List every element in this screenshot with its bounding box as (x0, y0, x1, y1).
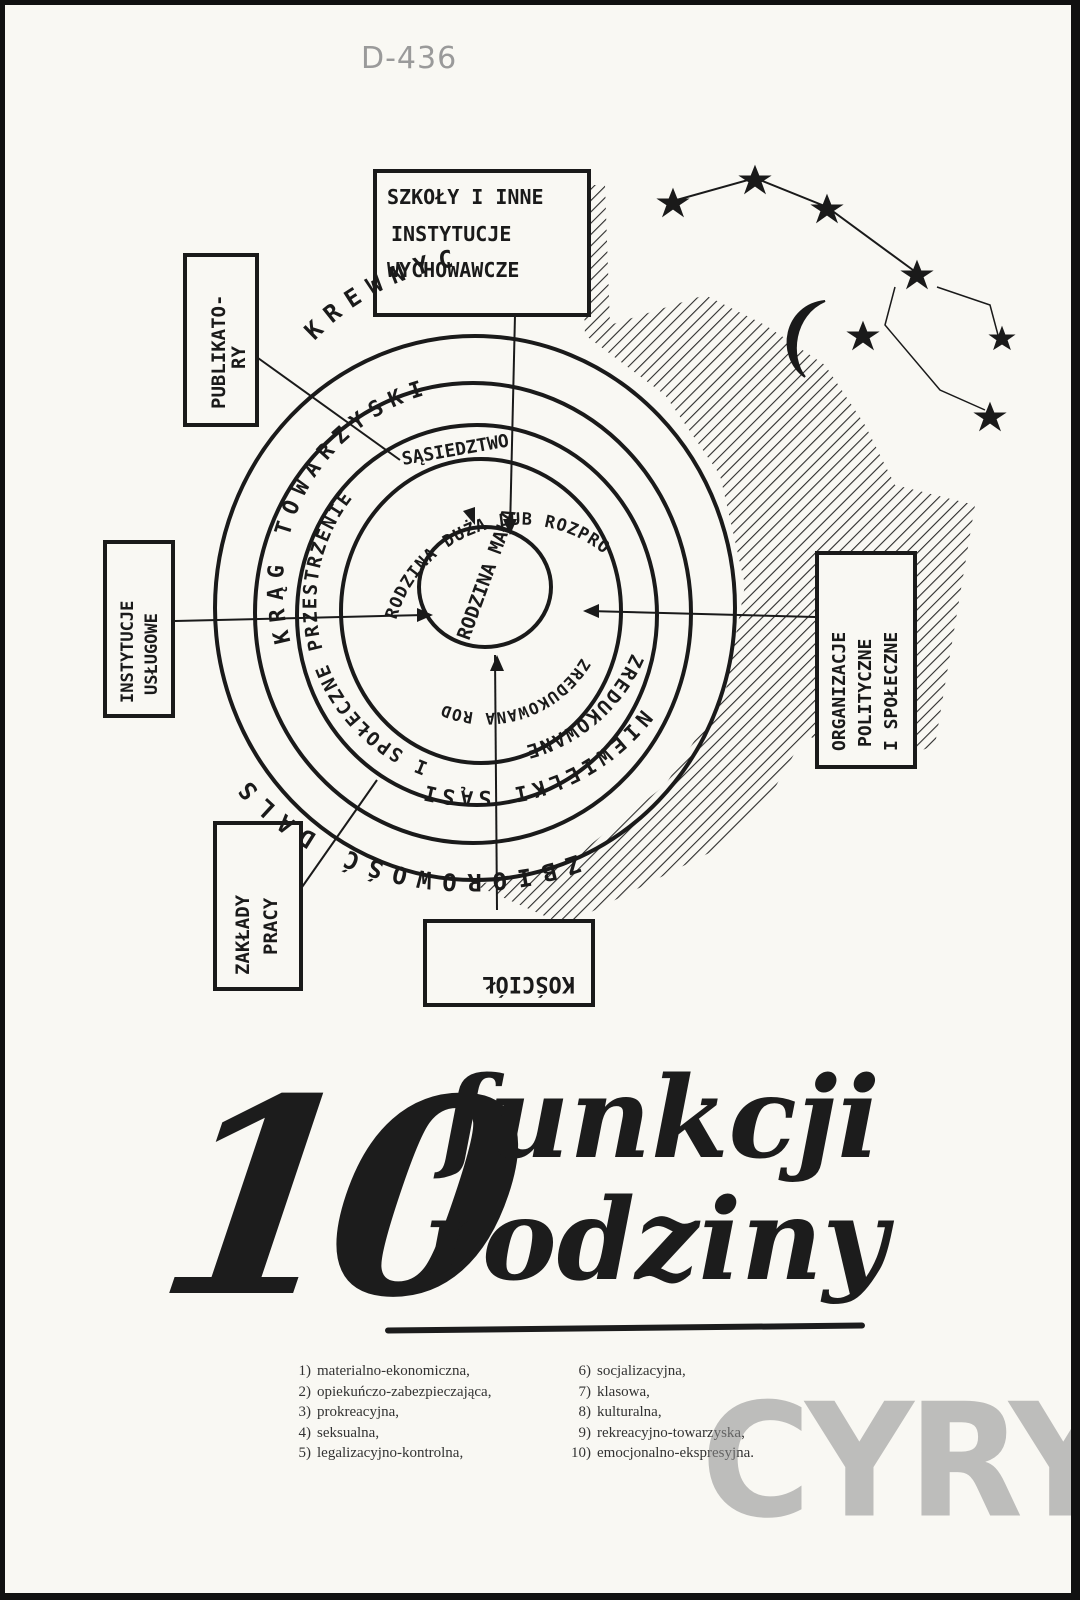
connector-lines (174, 314, 816, 911)
svg-text:INSTYTUCJE: INSTYTUCJE (118, 601, 138, 703)
box-kosciol: KOŚCIÓŁ (423, 919, 595, 1007)
list-item: 7)klasowa, (578, 1383, 650, 1400)
star-icon (738, 164, 772, 195)
list-item: 9)rekreacyjno-towarzyska, (578, 1424, 745, 1441)
box-publikatory: PUBLIKATO- RY (183, 253, 259, 427)
functions-list-left: 1)materialno-ekonomiczna, 2)opiekuńczo-z… (285, 1361, 492, 1464)
list-item: 5)legalizacyjno-kontrolna, (298, 1445, 464, 1461)
svg-text:RY: RY (228, 346, 250, 369)
box-organizacje: ORGANIZACJE POLITYCZNE I SPOŁECZNE (815, 551, 917, 769)
list-item: 3)prokreacyjna, (298, 1404, 400, 1420)
star-icon (656, 187, 690, 218)
list-item: 6)socjalizacyjna, (578, 1363, 686, 1379)
svg-text:SZKOŁY I INNE: SZKOŁY I INNE (387, 185, 544, 209)
star-icon (900, 259, 934, 290)
cyryl-watermark: CYRYL (701, 1370, 1071, 1554)
concentric-rings (213, 334, 737, 882)
title-word-rodziny: rodziny (423, 1175, 888, 1306)
star-icon (846, 320, 880, 351)
svg-text:ZAKŁADY: ZAKŁADY (232, 894, 254, 975)
svg-text:WYCHOWAWCZE: WYCHOWAWCZE (387, 258, 519, 282)
list-item: 4)seksualna, (298, 1424, 380, 1441)
star-icon (988, 325, 1016, 351)
svg-text:I SPOŁECZNE: I SPOŁECZNE (881, 632, 902, 751)
list-item: 1)materialno-ekonomiczna, (298, 1363, 470, 1379)
list-item: 10)emocjonalno-ekspresyjna. (571, 1445, 755, 1461)
family-circles-diagram: SZKOŁY I INNE INSTYTUCJE WYCHOWAWCZE PUB… (5, 5, 1016, 1007)
list-item: 8)kulturalna, (578, 1404, 662, 1420)
poster-page: D-436 (5, 5, 1071, 1593)
box-instytucje-uslugowe: INSTYTUCJE USŁUGOWE (103, 540, 175, 718)
title-word-funkcji: funkcji (440, 1053, 880, 1184)
svg-text:PRACY: PRACY (260, 897, 282, 955)
arrowheads (417, 507, 599, 671)
box-zaklady-pracy: ZAKŁADY PRACY (213, 821, 303, 991)
svg-text:PUBLIKATO-: PUBLIKATO- (208, 295, 230, 409)
box-szkoly: SZKOŁY I INNE INSTYTUCJE WYCHOWAWCZE (373, 169, 591, 317)
star-icon (810, 193, 844, 224)
svg-text:INSTYTUCJE: INSTYTUCJE (391, 222, 511, 246)
night-sky-decoration (656, 164, 1016, 432)
functions-list-right: 6)socjalizacyjna, 7)klasowa, 8)kulturaln… (565, 1361, 754, 1464)
catalog-code: D-436 (361, 41, 458, 76)
svg-text:ORGANIZACJE: ORGANIZACJE (829, 632, 850, 751)
svg-text:POLITYCZNE: POLITYCZNE (855, 639, 876, 747)
svg-text:KOŚCIÓŁ: KOŚCIÓŁ (482, 971, 575, 997)
star-icon (973, 401, 1007, 432)
list-item: 2)opiekuńczo-zabezpieczająca, (298, 1383, 492, 1400)
svg-text:USŁUGOWE: USŁUGOWE (142, 613, 162, 695)
moon-icon (786, 300, 826, 378)
